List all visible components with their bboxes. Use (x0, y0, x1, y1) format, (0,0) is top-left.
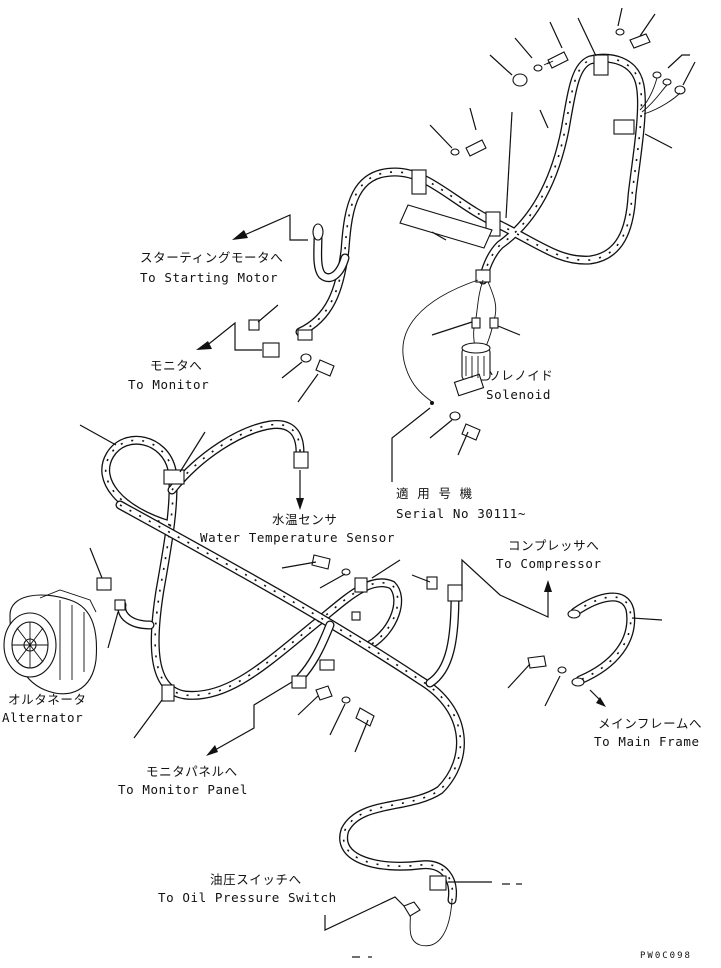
starting-motor-label-en: To Starting Motor (140, 270, 278, 285)
drawing-code: PW0C098 (640, 951, 692, 961)
washer (341, 696, 351, 704)
connector (248, 319, 260, 331)
connector (297, 329, 313, 341)
clamp (354, 577, 368, 593)
arrow (232, 230, 248, 240)
oil-pressure-label-jp: 油圧スイッチへ (210, 872, 302, 887)
washer (533, 64, 543, 72)
water-temp-connector (293, 451, 309, 469)
nut (512, 73, 528, 87)
leader-lines (79, 7, 696, 958)
bolt (355, 707, 375, 727)
compressor-label-jp: コンプレッサへ (508, 538, 599, 553)
main-frame-label-jp: メインフレームへ (598, 716, 702, 731)
clamp (593, 54, 609, 76)
monitor-panel-connector (291, 675, 307, 689)
washer (449, 411, 461, 421)
bolt (311, 554, 331, 570)
bolt (629, 33, 651, 49)
washer (300, 353, 312, 363)
arrow (596, 697, 606, 707)
solenoid-label-jp: ソレノイド (488, 368, 554, 383)
alternator-label-jp: オルタネータ (8, 692, 87, 707)
alternator-terminal (96, 577, 112, 591)
clamp (163, 469, 185, 485)
clamp (613, 119, 635, 135)
alternator-terminal (114, 599, 126, 611)
washer (341, 568, 351, 576)
compressor-label-en: To Compressor (496, 556, 602, 571)
terminal (662, 78, 672, 86)
clamp (429, 875, 447, 891)
connector (319, 659, 335, 671)
oil-pressure-label-en: To Oil Pressure Switch (158, 890, 337, 905)
monitor-label-jp: モニタへ (150, 358, 202, 373)
upper-harness (295, 53, 646, 337)
alternator (3, 589, 98, 695)
ring-terminal (571, 677, 585, 687)
water-temp-label-jp: 水温センサ (272, 512, 338, 527)
serial-label-jp: 適 用 号 機 (396, 486, 473, 501)
bracket-plate (399, 204, 493, 249)
washer (557, 666, 567, 674)
solenoid-label-en: Solenoid (486, 387, 551, 402)
labels: スターティングモータへ To Starting Motor モニタへ To Mo… (2, 250, 702, 961)
terminal (674, 85, 686, 95)
monitor-label-en: To Monitor (128, 377, 209, 392)
bolt (527, 655, 547, 669)
monitor-panel-label-jp: モニタパネルへ (146, 764, 238, 779)
connectors (96, 223, 463, 689)
oil-pressure-lead (403, 899, 453, 947)
ring-terminal (567, 609, 581, 619)
oil-pressure-connector (403, 901, 421, 917)
alternator-label-en: Alternator (2, 710, 83, 725)
hardware (300, 28, 686, 727)
connector (351, 611, 361, 621)
water-temp-label-en: Water Temperature Sensor (200, 530, 395, 545)
connector (471, 317, 481, 329)
arrow (296, 498, 304, 510)
arrow (206, 745, 218, 756)
bolt (465, 139, 487, 157)
arrow (544, 580, 552, 592)
starting-motor-label-jp: スターティングモータへ (140, 250, 283, 265)
clamps (161, 54, 635, 891)
monitor-connector (262, 342, 280, 358)
main-frame-label-en: To Main Frame (594, 734, 700, 749)
solenoid (453, 317, 499, 397)
serial-label-en: Serial No 30111~ (396, 506, 526, 521)
monitor-panel-label-en: To Monitor Panel (118, 782, 248, 797)
bolt (315, 359, 335, 377)
wire-end (430, 401, 434, 405)
arrow (196, 341, 212, 350)
clamp (411, 169, 427, 195)
bracket (315, 685, 333, 701)
compressor-connector (447, 584, 463, 602)
washer (615, 28, 625, 36)
ground-cable (567, 592, 636, 687)
starting-motor-terminal (312, 223, 324, 241)
connector (426, 576, 438, 590)
bolt (461, 423, 481, 441)
connector (489, 317, 499, 329)
bolt (547, 51, 569, 69)
terminal (652, 71, 662, 79)
washer (450, 148, 460, 156)
clamp (475, 269, 491, 283)
clamp (161, 684, 175, 702)
